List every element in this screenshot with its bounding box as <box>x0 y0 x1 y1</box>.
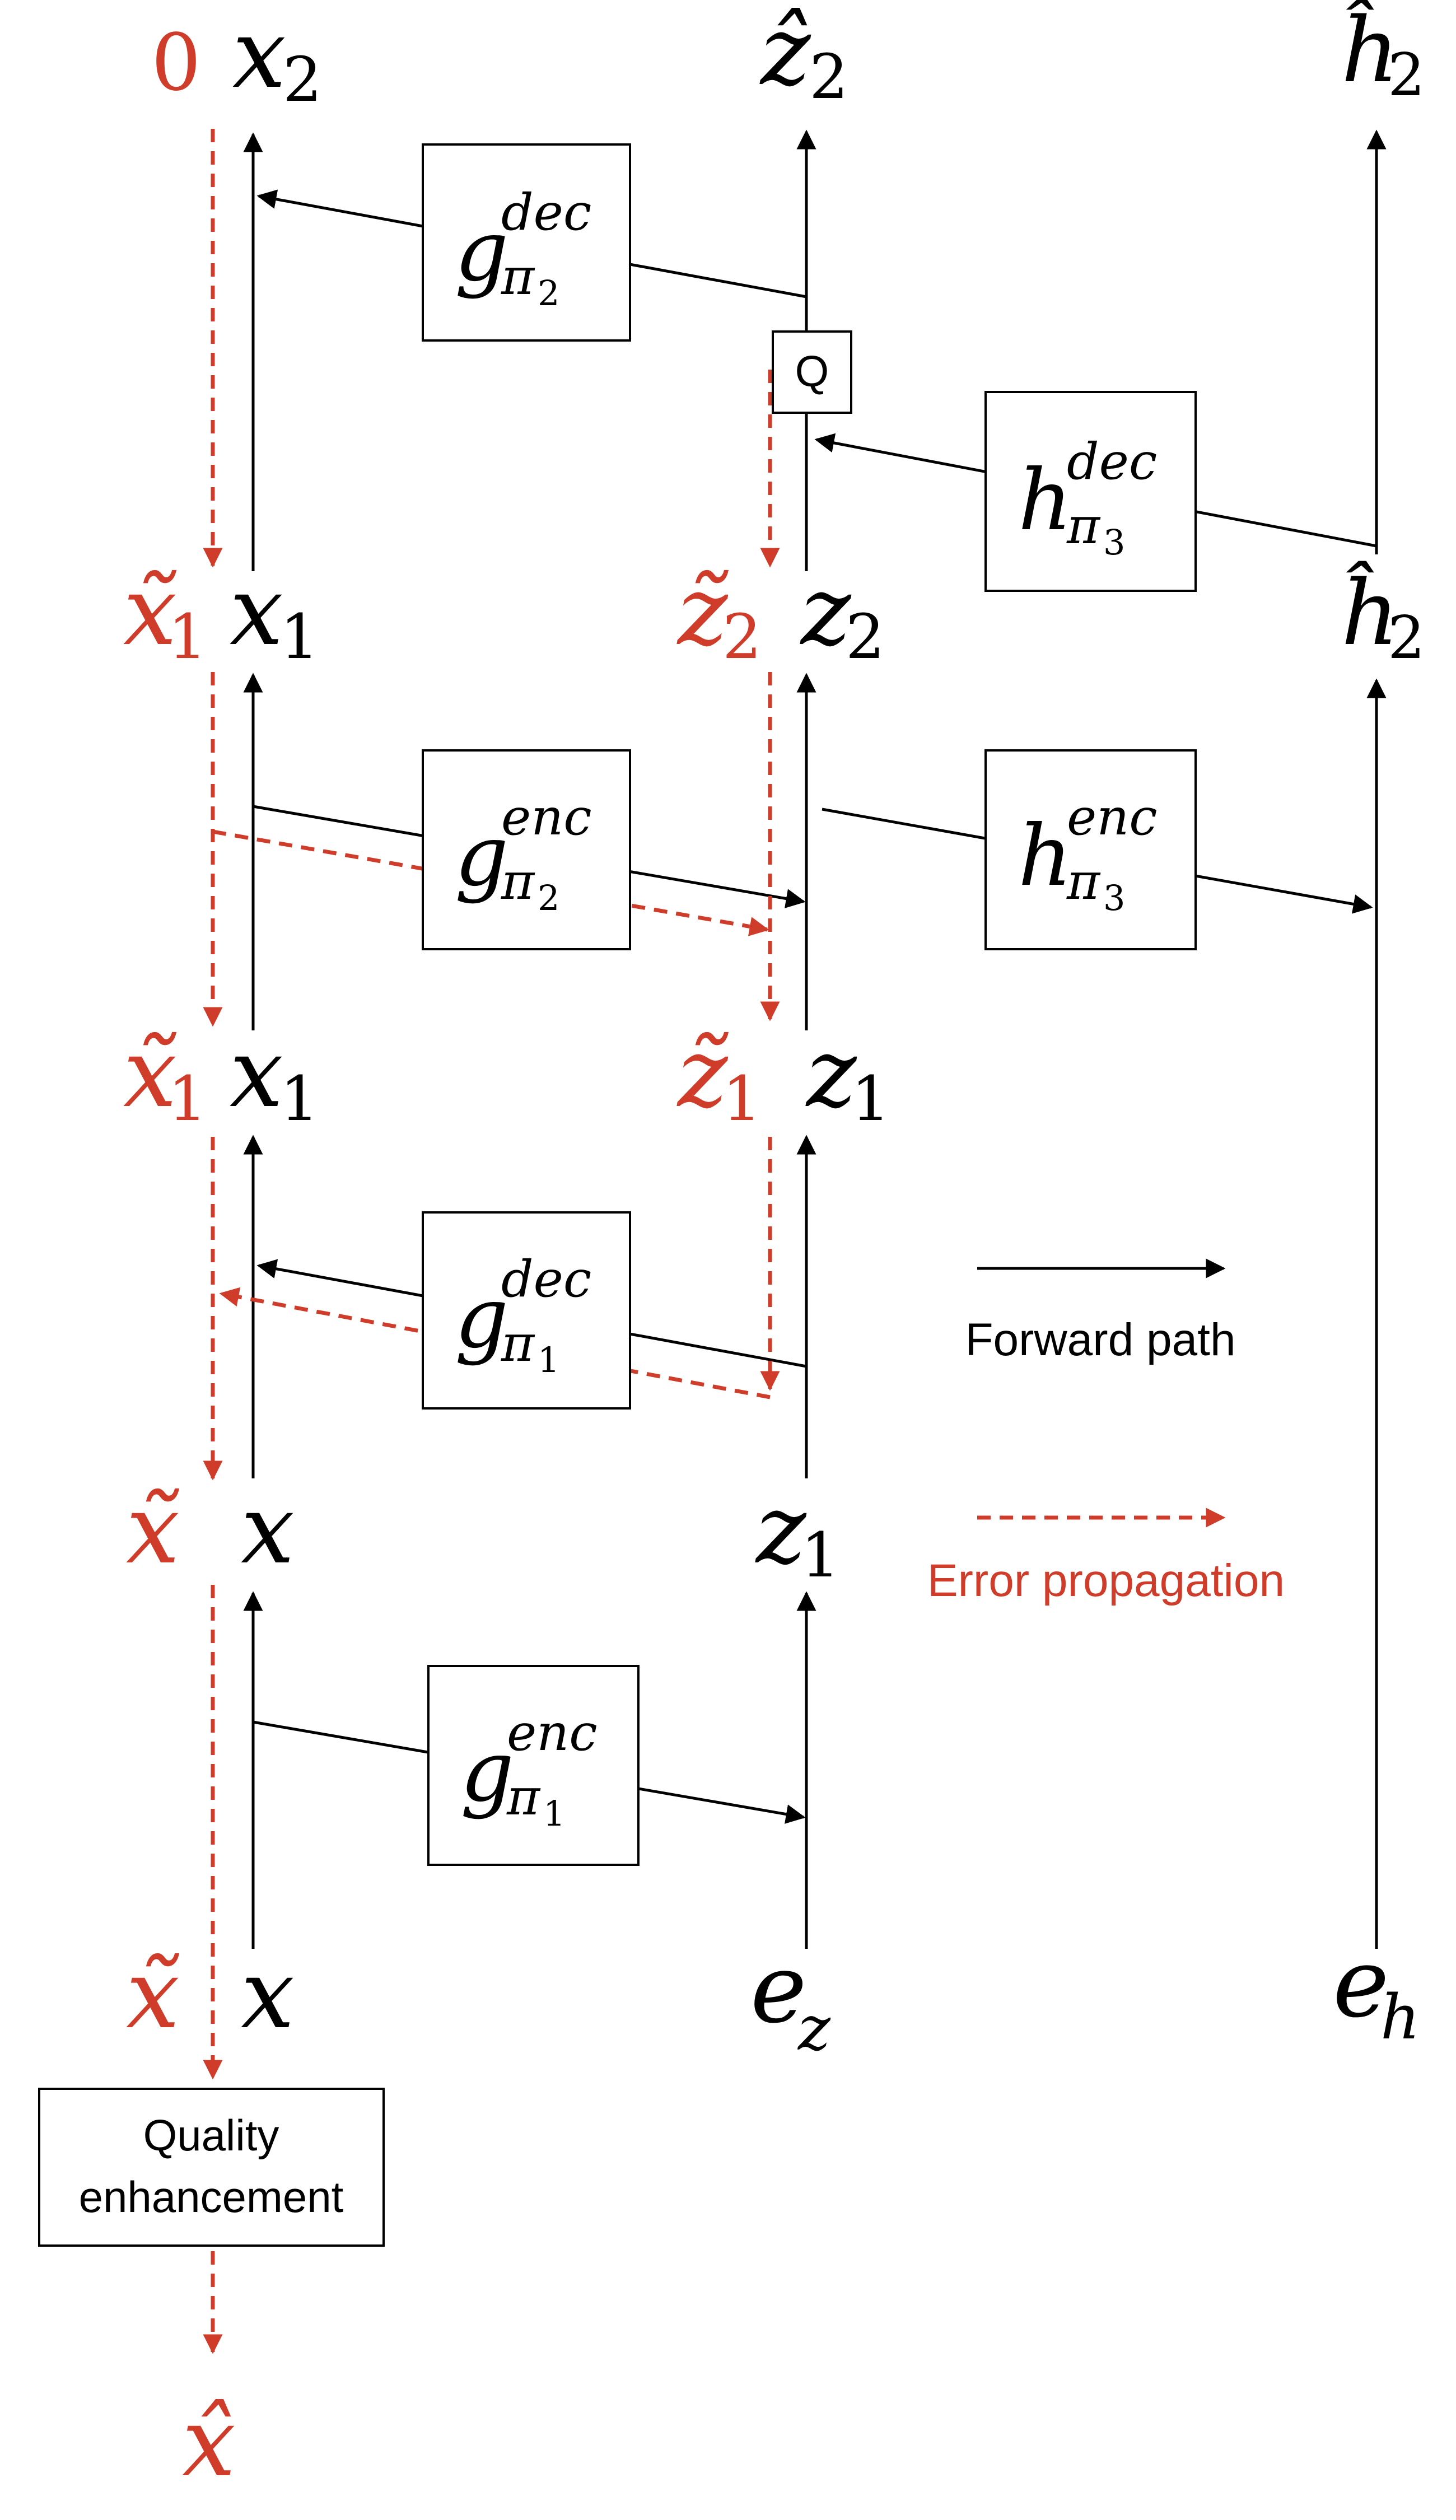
svg-text:2: 2 <box>538 878 559 918</box>
svg-text:dec: dec <box>501 183 591 242</box>
svg-text:h: h <box>1018 452 1072 549</box>
label-zero: 0 <box>151 17 201 109</box>
svg-text:2: 2 <box>1388 604 1425 672</box>
svg-text:enhancement: enhancement <box>79 2172 344 2222</box>
legend-forward-label: Forward path <box>965 1314 1235 1365</box>
label-z2: z 2 <box>800 556 885 673</box>
svg-text:2: 2 <box>538 273 559 314</box>
svg-text:1: 1 <box>280 1063 319 1135</box>
svg-text:z̃: z̃ <box>676 556 729 667</box>
row-5-labels: x̃ x e z e h <box>126 1928 1420 2064</box>
svg-text:π: π <box>1066 497 1101 556</box>
box-g2enc: g enc π 2 <box>422 749 631 950</box>
box-g1enc: g enc π 1 <box>427 1665 640 1866</box>
label-ez: e z <box>750 1934 831 2064</box>
svg-text:dec: dec <box>1067 432 1157 491</box>
legend: Forward path Error propagation <box>927 1258 1285 1606</box>
row-top-labels: 0 x 2 ẑ 2 ĥ 2 <box>151 0 1425 115</box>
row-3-labels: x̃ 1 x 1 z̃ 1 z 1 <box>123 1018 890 1135</box>
label-zt1: z̃ 1 <box>676 1018 762 1135</box>
svg-text:2: 2 <box>283 44 322 115</box>
label-x-b: x <box>241 1939 295 2050</box>
label-xhat: x̂ <box>182 2387 236 2498</box>
svg-text:e: e <box>750 1934 807 2045</box>
label-x1-b: x 1 <box>230 1018 319 1135</box>
svg-text:h: h <box>1018 808 1072 905</box>
label-xt-a: x̃ <box>126 1474 180 1585</box>
svg-text:3: 3 <box>1103 878 1125 918</box>
svg-text:z: z <box>755 1474 807 1585</box>
svg-text:1: 1 <box>168 1063 207 1135</box>
svg-text:1: 1 <box>543 1793 565 1834</box>
svg-text:g: g <box>455 203 508 300</box>
svg-text:x: x <box>230 556 283 667</box>
legend-error-label: Error propagation <box>927 1555 1285 1606</box>
svg-text:enc: enc <box>501 788 592 847</box>
svg-text:enc: enc <box>507 1704 598 1762</box>
svg-text:π: π <box>501 1314 535 1373</box>
svg-text:ẑ: ẑ <box>759 0 811 107</box>
box-h3dec: h dec π 3 <box>984 391 1197 592</box>
svg-text:g: g <box>460 1723 514 1821</box>
label-x2: x 2 <box>232 0 322 115</box>
label-hhat2-mid: ĥ 2 <box>1341 561 1425 672</box>
label-x-a: x <box>241 1474 295 1585</box>
svg-text:z: z <box>797 1992 831 2064</box>
svg-text:2: 2 <box>1388 41 1425 109</box>
svg-text:3: 3 <box>1103 522 1125 563</box>
box-q: Q <box>772 330 852 414</box>
svg-text:Quality: Quality <box>143 2111 279 2160</box>
label-xt-b: x̃ <box>126 1939 180 2050</box>
svg-text:1: 1 <box>851 1063 890 1135</box>
svg-text:1: 1 <box>280 601 319 673</box>
label-x1-a: x 1 <box>230 556 319 673</box>
box-h3enc: h enc π 3 <box>984 749 1197 950</box>
svg-text:π: π <box>501 852 535 911</box>
label-z1-b: z 1 <box>755 1474 840 1591</box>
svg-text:2: 2 <box>809 41 848 113</box>
svg-text:ĥ: ĥ <box>1341 0 1399 102</box>
box-quality-enhancement: Quality enhancement <box>38 2088 385 2247</box>
label-zt2: z̃ 2 <box>676 556 762 673</box>
svg-text:dec: dec <box>501 1250 591 1309</box>
label-xt1-a: x̃ 1 <box>123 556 207 673</box>
svg-text:g: g <box>455 1270 508 1367</box>
svg-text:h: h <box>1380 1981 1420 2053</box>
svg-text:x̃: x̃ <box>123 1018 177 1129</box>
svg-text:1: 1 <box>722 1063 762 1135</box>
row-2-labels: x̃ 1 x 1 z̃ 2 z 2 ĥ 2 <box>123 556 1425 673</box>
svg-text:1: 1 <box>538 1340 559 1380</box>
label-zhat2: ẑ 2 <box>759 0 848 113</box>
label-xt1-b: x̃ 1 <box>123 1018 207 1135</box>
svg-text:enc: enc <box>1067 788 1158 847</box>
svg-text:e: e <box>1333 1928 1389 2039</box>
svg-text:2: 2 <box>846 601 885 673</box>
svg-text:x̃: x̃ <box>123 556 177 667</box>
svg-text:π: π <box>501 248 535 306</box>
svg-text:1: 1 <box>168 601 207 673</box>
svg-text:ĥ: ĥ <box>1341 561 1399 665</box>
svg-text:π: π <box>1066 852 1101 911</box>
svg-text:Q: Q <box>795 347 829 396</box>
svg-text:2: 2 <box>722 601 762 673</box>
svg-text:z: z <box>805 1018 857 1129</box>
label-eh: e h <box>1333 1928 1420 2053</box>
svg-text:z: z <box>800 556 852 667</box>
label-hhat2-top: ĥ 2 <box>1341 0 1425 109</box>
row-4-labels: x̃ x z 1 <box>126 1474 840 1591</box>
svg-text:x: x <box>232 0 286 110</box>
box-g1dec: g dec π 1 <box>422 1211 631 1410</box>
svg-text:π: π <box>506 1768 541 1827</box>
svg-text:1: 1 <box>801 1519 840 1591</box>
label-z1-a: z 1 <box>805 1018 890 1135</box>
svg-text:z̃: z̃ <box>676 1018 729 1129</box>
svg-text:x: x <box>230 1018 283 1129</box>
svg-text:g: g <box>455 808 508 905</box>
box-g2dec: g dec π 2 <box>422 143 631 342</box>
